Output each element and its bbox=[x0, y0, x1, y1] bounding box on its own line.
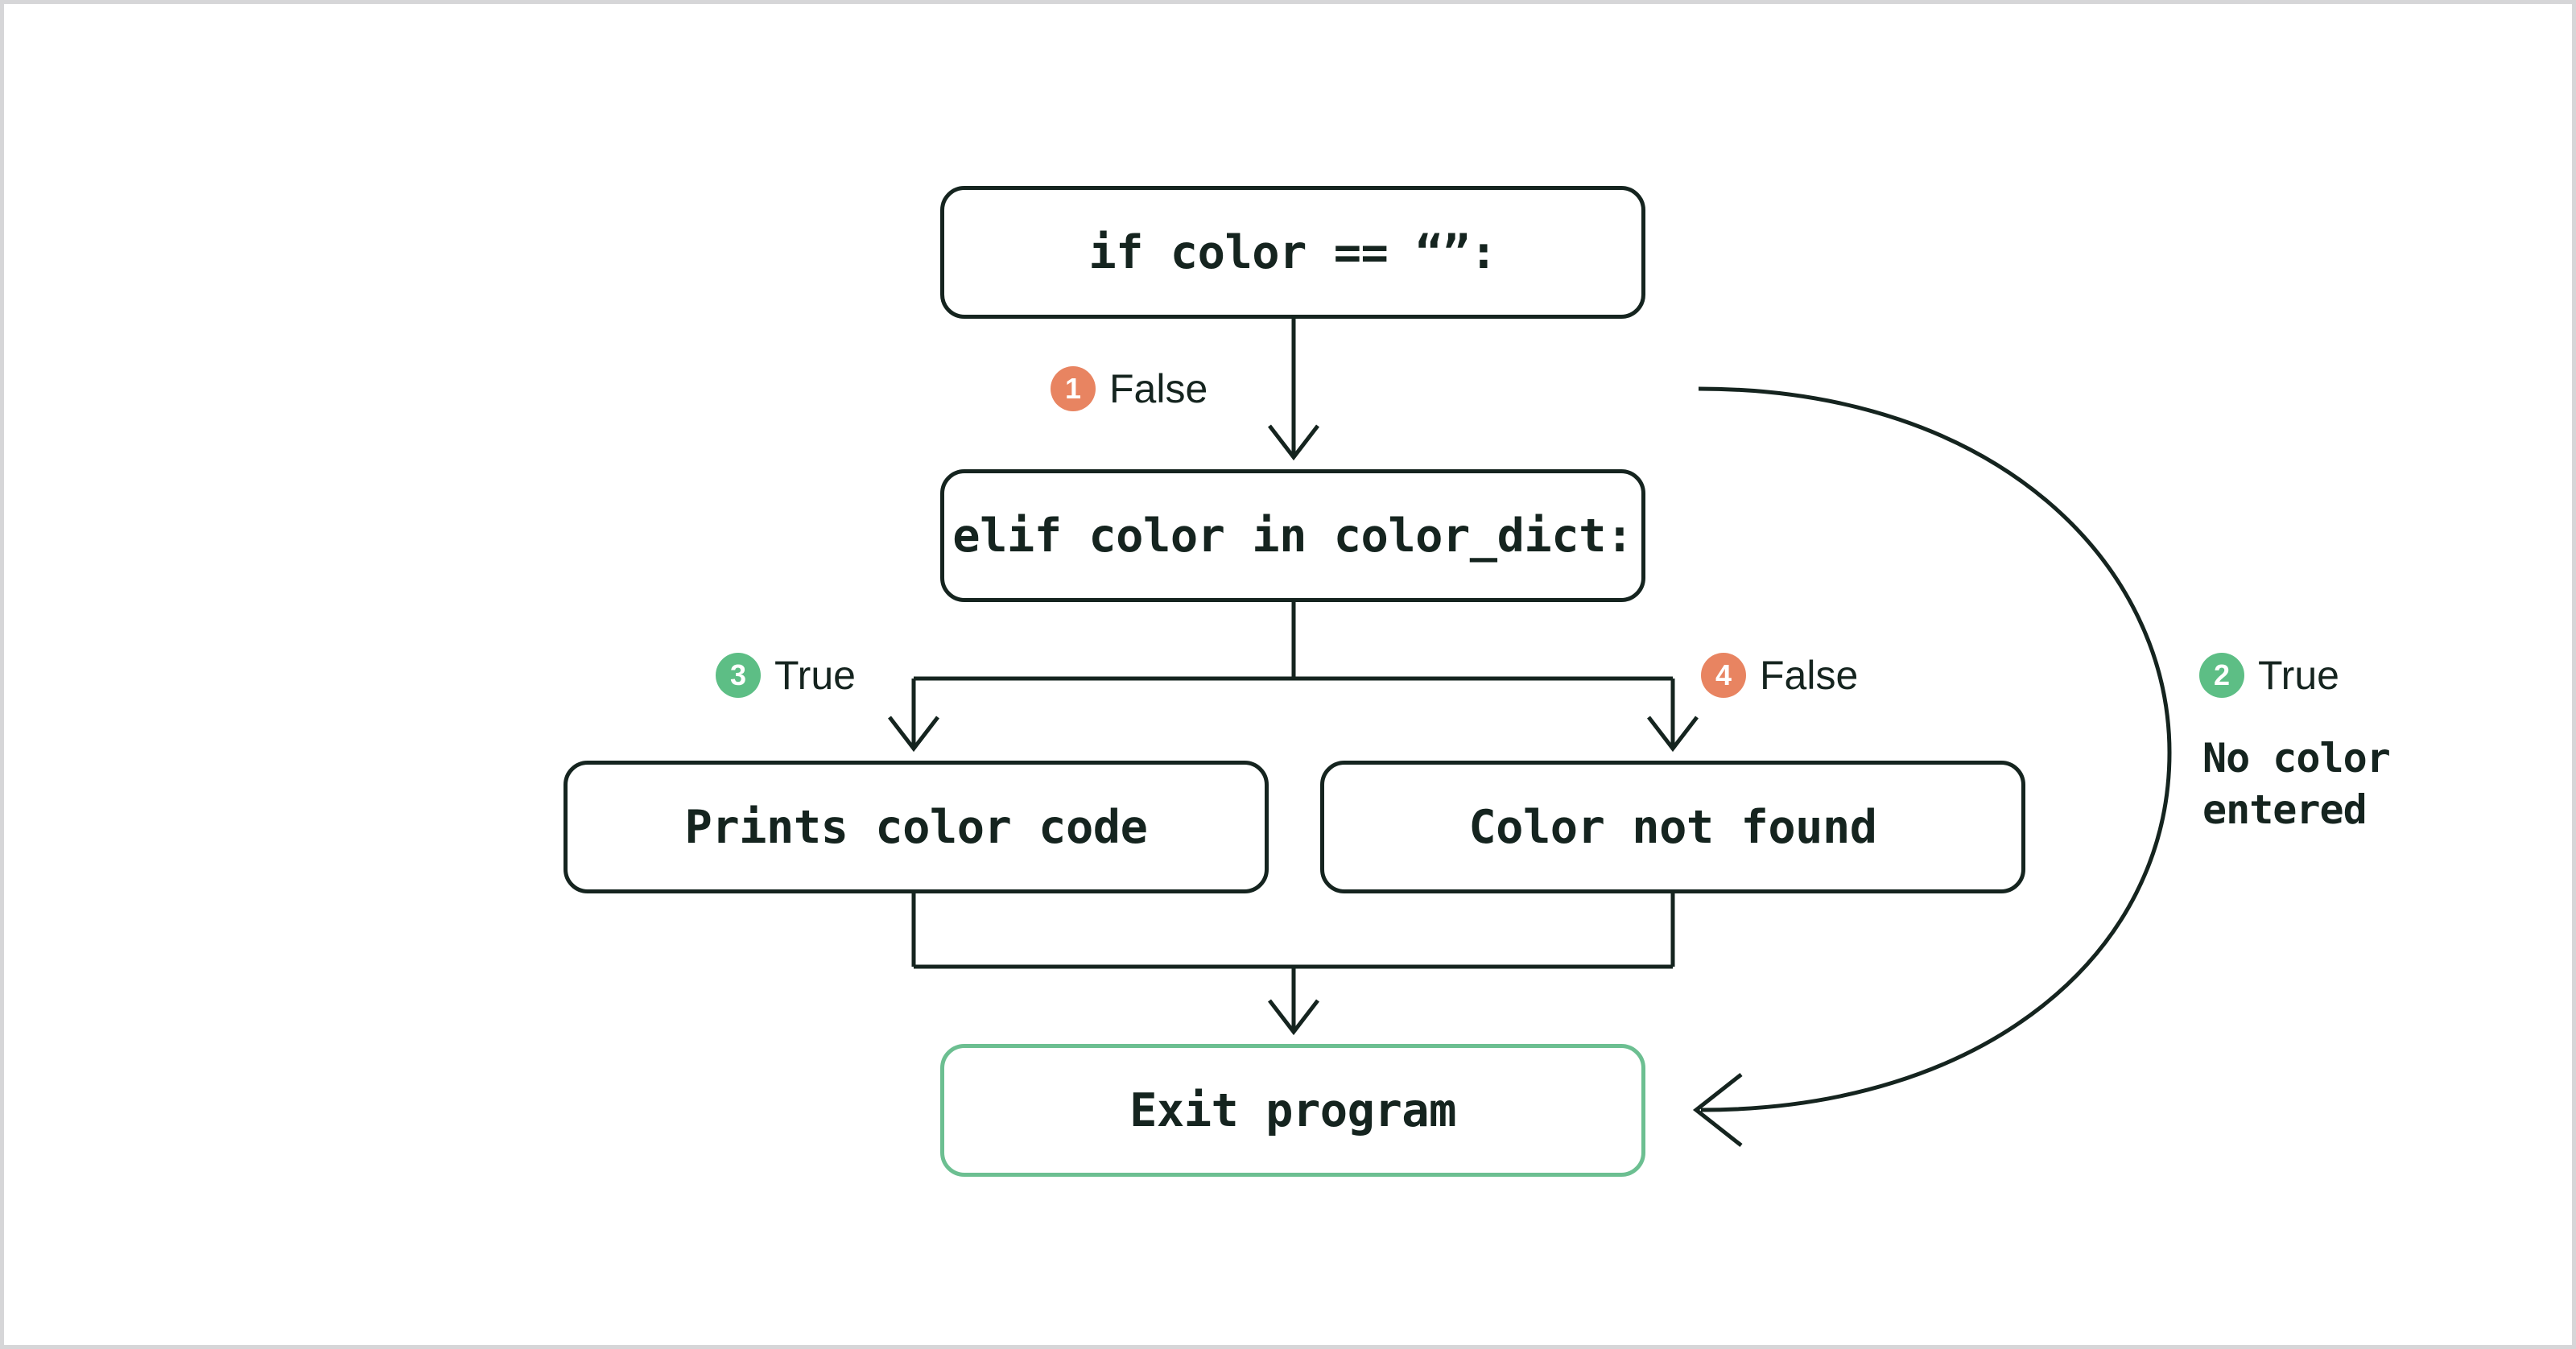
branch-result-4: False bbox=[1760, 653, 1859, 698]
badge-number-4: 4 bbox=[1701, 653, 1746, 698]
node-elif-condition[interactable]: elif color in color_dict: bbox=[940, 469, 1645, 602]
branch-label-2-true: 2 True bbox=[2199, 653, 2339, 698]
branch-label-1-false: 1 False bbox=[1051, 366, 1208, 411]
edge-if-true-curve bbox=[1698, 386, 2172, 1112]
badge-number-3: 3 bbox=[716, 653, 761, 698]
edge-merge-to-exit-arrowhead bbox=[1268, 999, 1319, 1036]
node-if-condition[interactable]: if color == “”: bbox=[940, 186, 1645, 319]
node-elif-label: elif color in color_dict: bbox=[952, 509, 1633, 563]
edge-split-right-arrowhead bbox=[1647, 716, 1699, 753]
annotation-no-color-line-2: entered bbox=[2202, 786, 2368, 833]
node-prints-color-code[interactable]: Prints color code bbox=[564, 761, 1269, 893]
node-prints-label: Prints color code bbox=[684, 800, 1148, 854]
edge-if-true-arrowhead bbox=[1692, 1073, 1743, 1147]
branch-result-3: True bbox=[774, 653, 856, 698]
badge-number-2: 2 bbox=[2199, 653, 2244, 698]
branch-label-4-false: 4 False bbox=[1701, 653, 1858, 698]
node-if-label: if color == “”: bbox=[1088, 225, 1497, 279]
branch-label-3-true: 3 True bbox=[716, 653, 856, 698]
badge-number-1: 1 bbox=[1051, 366, 1096, 411]
node-exit-program[interactable]: Exit program bbox=[940, 1044, 1645, 1177]
branch-result-2: True bbox=[2258, 653, 2339, 698]
node-notfound-label: Color not found bbox=[1468, 800, 1877, 854]
node-exit-label: Exit program bbox=[1129, 1083, 1456, 1137]
annotation-no-color-entered: No color entered bbox=[2202, 732, 2468, 835]
edge-split-left-arrowhead bbox=[888, 716, 939, 753]
node-color-not-found[interactable]: Color not found bbox=[1320, 761, 2025, 893]
annotation-no-color-line-1: No color bbox=[2202, 735, 2391, 782]
edge-if-to-elif-arrowhead bbox=[1268, 424, 1319, 461]
branch-result-1: False bbox=[1109, 366, 1208, 411]
